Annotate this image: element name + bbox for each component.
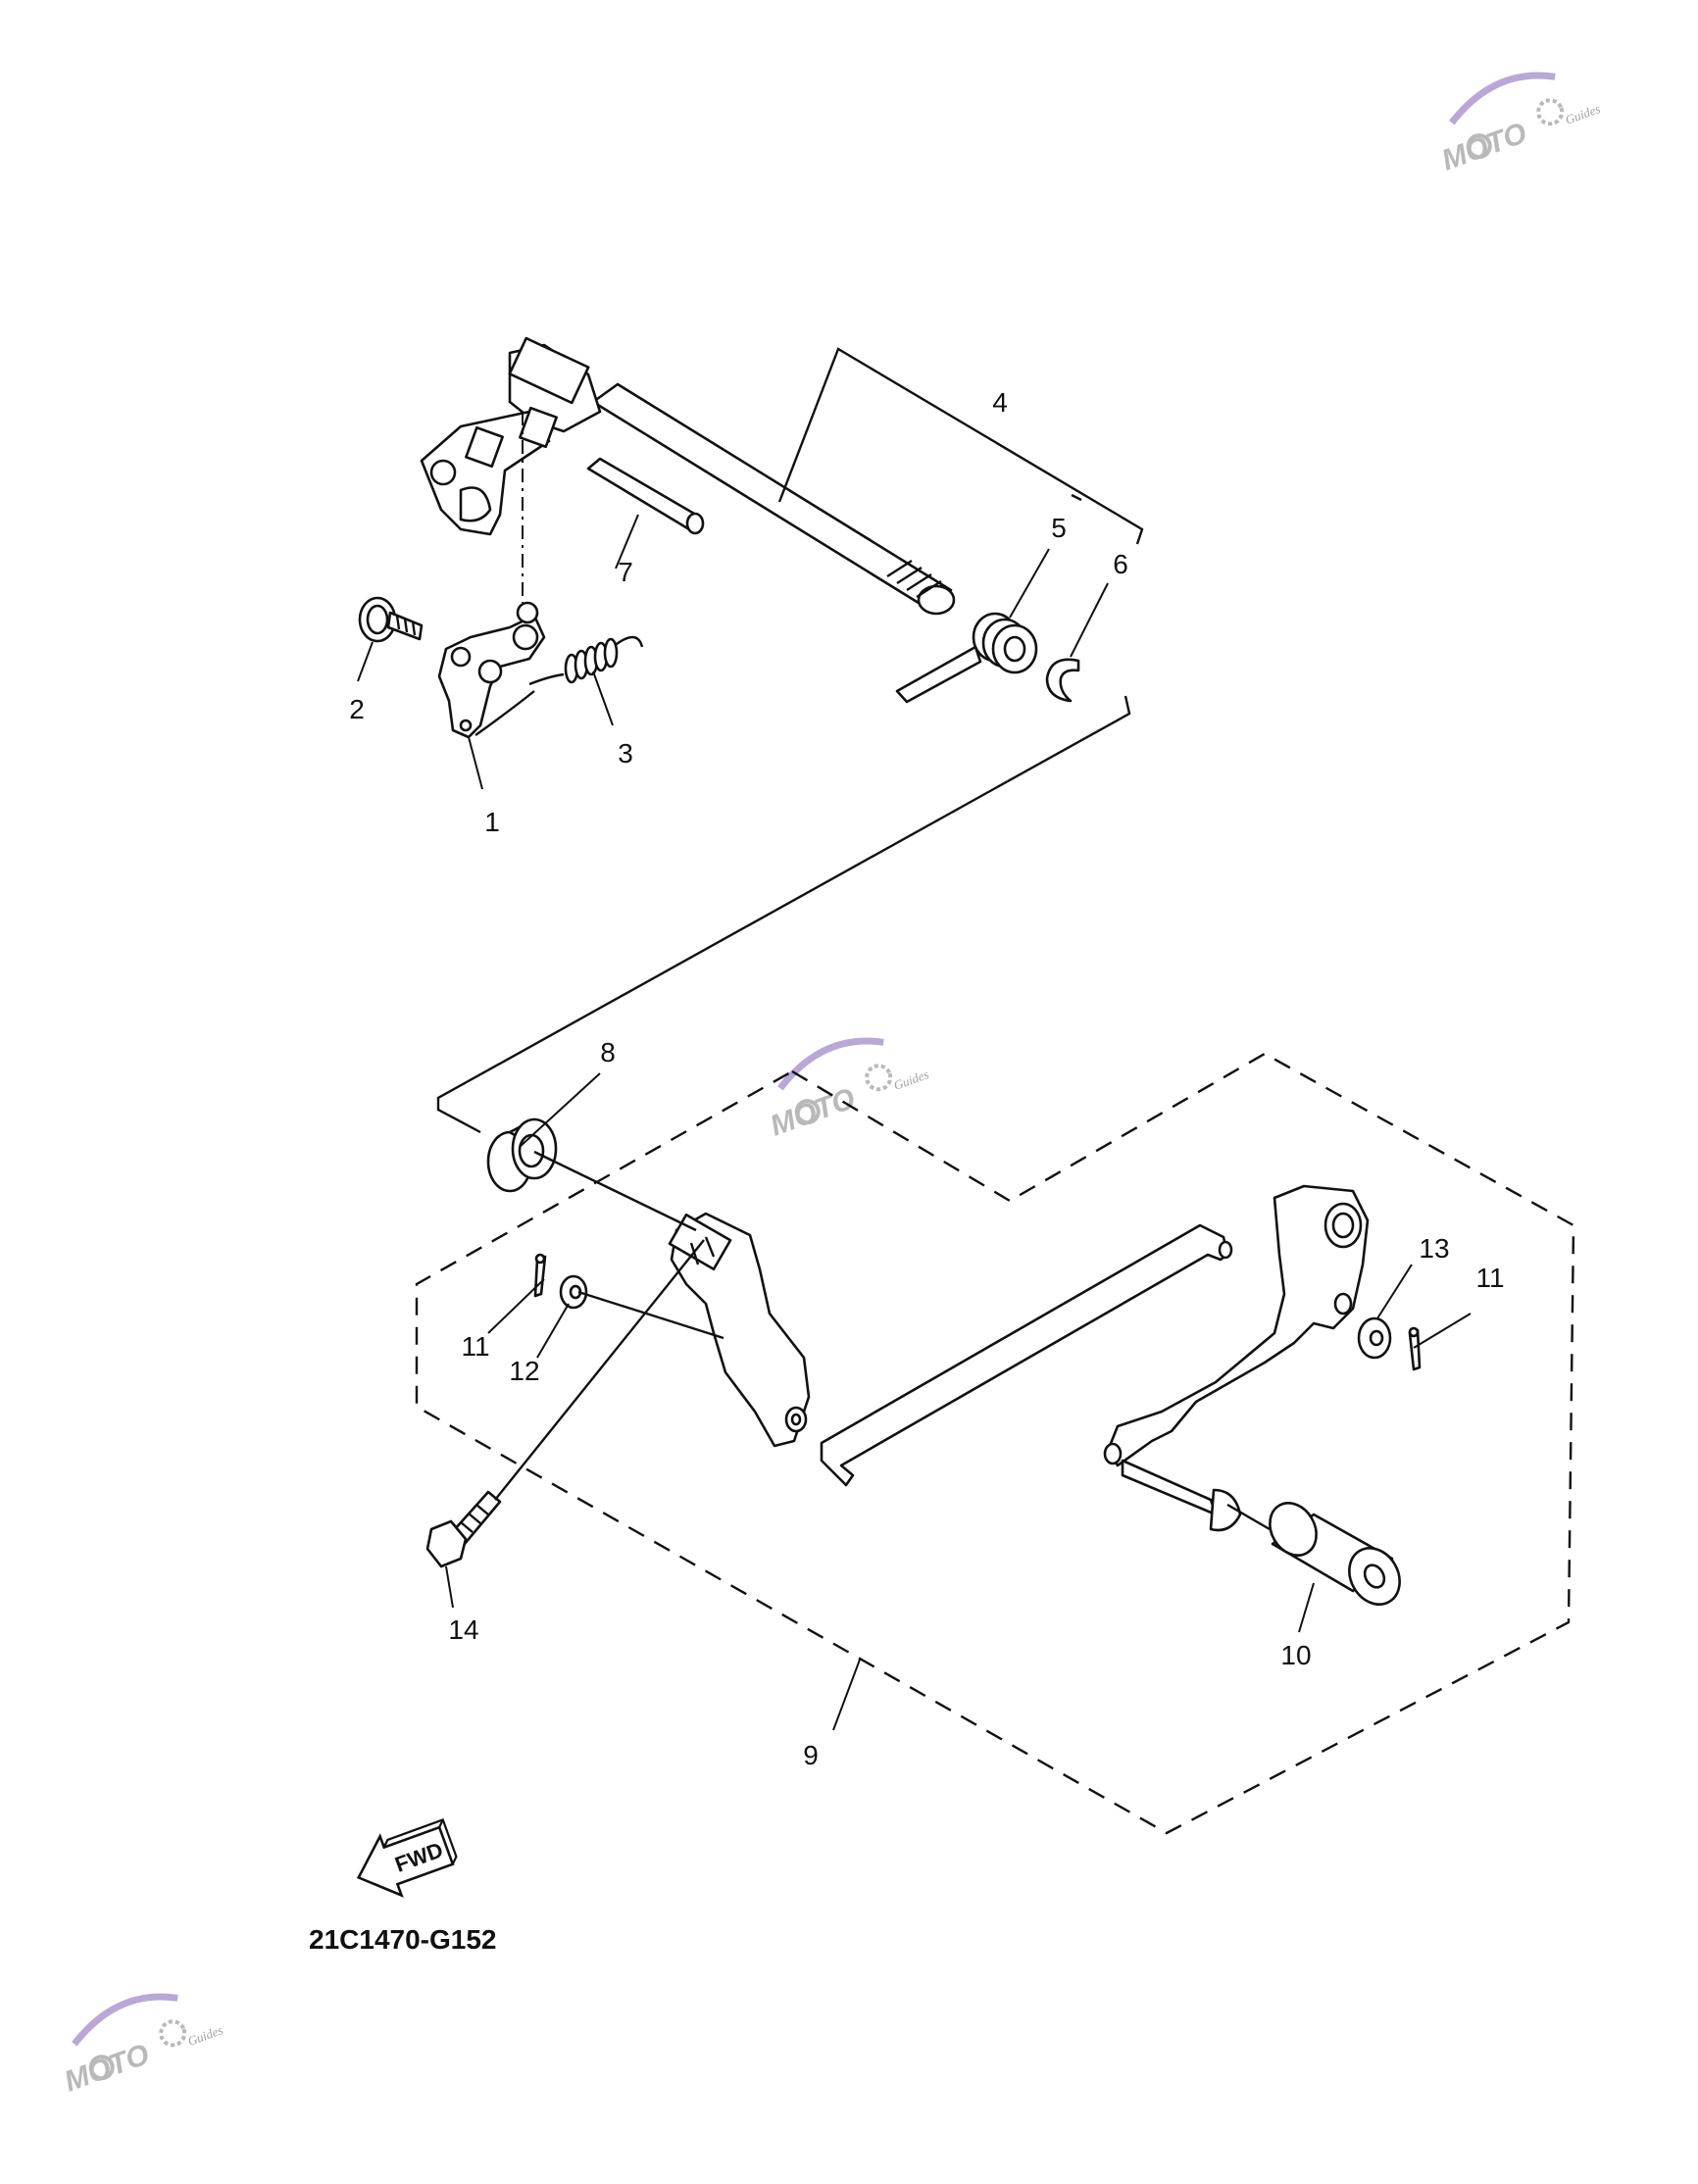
tension-spring bbox=[474, 635, 644, 736]
leader-11-right bbox=[1413, 1313, 1472, 1349]
callout-1: 1 bbox=[484, 807, 500, 837]
leader-12 bbox=[536, 1303, 570, 1359]
pedal-rubber bbox=[1269, 1502, 1401, 1606]
shift-shaft bbox=[591, 382, 956, 616]
watermark-logo-middle: MOTO Guides bbox=[766, 1037, 930, 1143]
assembly-outline-9 bbox=[415, 1052, 1575, 1835]
shift-arm-bracket bbox=[420, 336, 602, 536]
washer-right bbox=[1357, 1316, 1392, 1360]
svg-text:MOTO: MOTO bbox=[766, 1082, 859, 1143]
leader-5 bbox=[1009, 548, 1050, 619]
group-bracket-tick bbox=[1071, 493, 1082, 502]
watermark-logo-bottom: MOTO Guides bbox=[60, 1993, 225, 2099]
watermark-logo-top: MOTO Guides bbox=[1437, 72, 1602, 177]
washer-left bbox=[559, 1274, 588, 1310]
leader-9 bbox=[832, 1659, 861, 1731]
shift-rod bbox=[820, 1223, 1233, 1487]
callout-4: 4 bbox=[992, 387, 1008, 418]
torsion-spring bbox=[895, 612, 1038, 704]
axis-line-washer bbox=[577, 1290, 724, 1340]
callout-3: 3 bbox=[618, 738, 633, 769]
svg-text:Guides: Guides bbox=[1563, 101, 1602, 127]
axis-line-bolt bbox=[494, 1239, 705, 1501]
svg-text:MOTO: MOTO bbox=[1437, 117, 1530, 177]
callout-10: 10 bbox=[1280, 1640, 1311, 1670]
svg-text:MOTO: MOTO bbox=[60, 2038, 153, 2099]
callout-11-left: 11 bbox=[461, 1331, 489, 1362]
cotter-pin-right bbox=[1408, 1326, 1422, 1371]
bolt-pinch bbox=[425, 1490, 502, 1568]
bolt-small bbox=[358, 596, 424, 643]
leader-1 bbox=[468, 736, 483, 790]
callout-13: 13 bbox=[1419, 1233, 1449, 1264]
callout-12: 12 bbox=[509, 1356, 539, 1386]
leader-8 bbox=[519, 1072, 601, 1148]
callout-2: 2 bbox=[349, 694, 365, 724]
callout-11-right: 11 bbox=[1475, 1263, 1504, 1293]
leader-10 bbox=[1298, 1582, 1315, 1633]
fwd-arrow-icon: FWD bbox=[356, 1818, 458, 1898]
callout-9: 9 bbox=[803, 1740, 819, 1770]
svg-text:Guides: Guides bbox=[891, 1067, 930, 1093]
cotter-pin-left bbox=[533, 1253, 547, 1298]
svg-text:Guides: Guides bbox=[185, 2022, 225, 2049]
axis-line-rubber bbox=[1226, 1503, 1271, 1531]
oil-seal bbox=[486, 1117, 558, 1193]
stopper-lever bbox=[437, 601, 546, 739]
callout-6: 6 bbox=[1113, 549, 1128, 579]
axis-line-seal bbox=[533, 1150, 697, 1232]
leader-14 bbox=[445, 1565, 454, 1609]
callout-7: 7 bbox=[618, 557, 633, 587]
leader-11-left bbox=[487, 1278, 545, 1334]
leader-6 bbox=[1070, 582, 1109, 658]
leader-13 bbox=[1376, 1264, 1413, 1319]
diagram-code: 21C1470-G152 bbox=[309, 1924, 496, 1955]
shift-pedal bbox=[1103, 1184, 1370, 1532]
group-bracket-4 bbox=[777, 347, 1144, 545]
callout-8: 8 bbox=[600, 1037, 616, 1067]
leader-7 bbox=[615, 514, 639, 570]
shift-arm bbox=[668, 1212, 811, 1448]
pin bbox=[586, 457, 705, 535]
callout-14: 14 bbox=[448, 1614, 478, 1645]
circlip bbox=[1045, 658, 1080, 703]
leader-2 bbox=[357, 641, 374, 682]
link-line-upper-lower bbox=[436, 695, 1131, 1134]
callout-5: 5 bbox=[1051, 513, 1067, 543]
leader-3 bbox=[592, 670, 614, 726]
